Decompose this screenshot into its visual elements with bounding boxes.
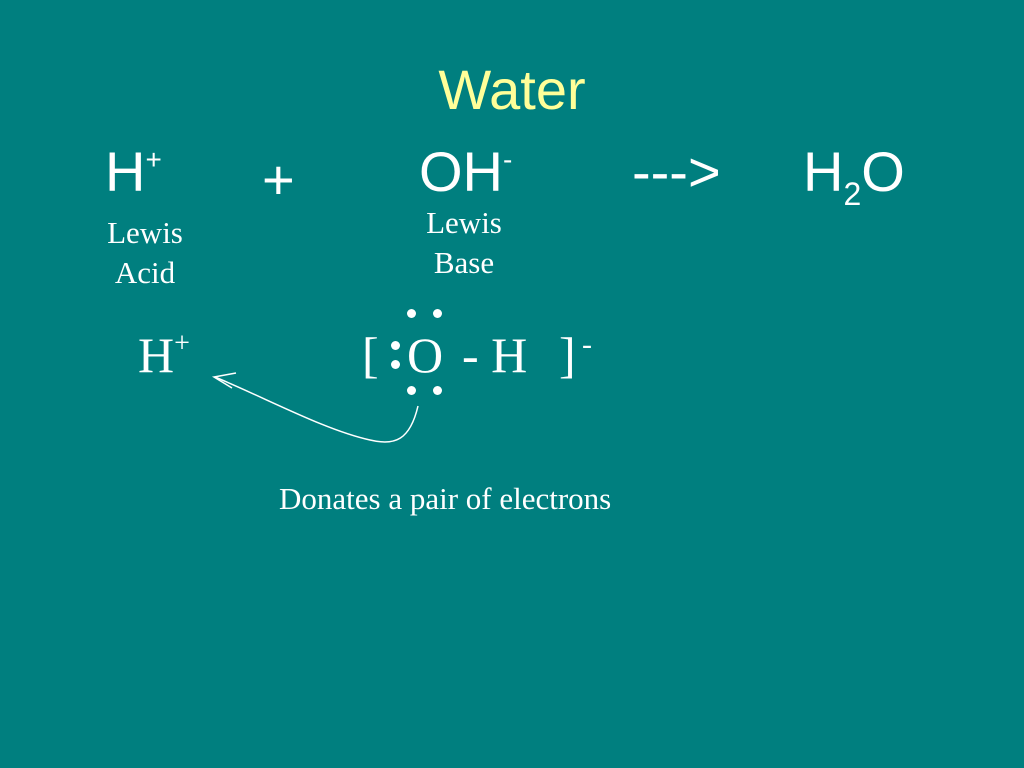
electron-transfer-curve: [214, 376, 419, 443]
lewis-proton: H+: [138, 327, 190, 383]
reactant-oh-base: OH: [419, 140, 503, 203]
reactant-h-plus: H+: [105, 144, 162, 200]
reactant-hydroxide: OH-: [419, 144, 512, 200]
lone-pair-left-lower: [391, 360, 400, 369]
product-o: O: [861, 140, 905, 203]
donation-note: Donates a pair of electrons: [279, 481, 612, 516]
plus-sign: +: [262, 148, 295, 211]
reaction-arrow: --->: [632, 140, 721, 203]
lewis-proton-charge: +: [174, 328, 190, 359]
lewis-proton-base: H: [138, 327, 175, 383]
product-h: H: [803, 140, 844, 203]
lone-pair-bottom-left: [407, 386, 416, 395]
acid-label-line1: Lewis: [107, 215, 183, 250]
product-water: H2O: [803, 144, 905, 211]
reactant-h-charge: +: [145, 144, 162, 175]
lewis-acid-label: Lewis Acid: [95, 213, 195, 293]
base-label-line2: Base: [433, 245, 495, 280]
lone-pair-top-right: [433, 309, 442, 318]
slide-title: Water: [438, 58, 586, 121]
reactant-oh-charge: -: [503, 144, 513, 175]
product-subscript: 2: [843, 176, 862, 212]
base-label-line1: Lewis: [426, 205, 502, 240]
bracket-close: ]: [559, 327, 576, 383]
lone-pair-top-left: [407, 309, 416, 318]
lewis-bond-hydrogen: - H: [462, 327, 528, 383]
lewis-base-label: Lewis Base: [414, 203, 514, 283]
arrow-head-icon: [211, 372, 237, 389]
lone-pair-bottom-right: [433, 386, 442, 395]
lewis-oxygen: O: [407, 327, 444, 383]
bracket-open: [: [362, 327, 379, 383]
acid-label-line2: Acid: [114, 255, 176, 290]
lone-pair-left-upper: [391, 341, 400, 350]
lewis-charge: -: [582, 328, 592, 361]
reactant-h-base: H: [105, 140, 146, 203]
